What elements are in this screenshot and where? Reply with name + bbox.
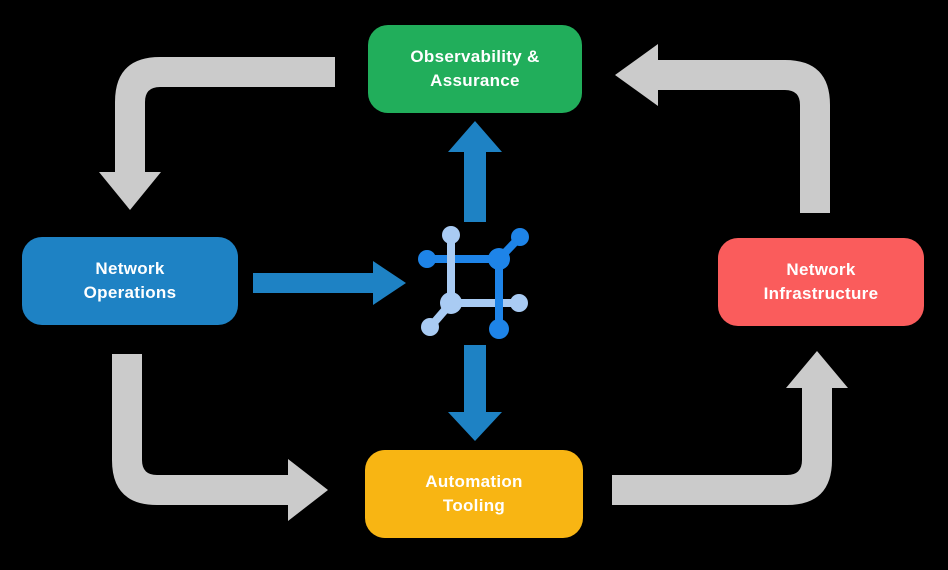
icon-bottom-node bbox=[489, 319, 509, 339]
node-network-operations: Network Operations bbox=[22, 237, 238, 325]
node-label-line: Infrastructure bbox=[763, 284, 879, 303]
node-observability-assurance: Observability & Assurance bbox=[368, 25, 582, 113]
node-label-line: Automation bbox=[425, 472, 523, 491]
icon-bottom-left-node bbox=[421, 318, 439, 336]
cycle-arrow-automation-to-infrastructure bbox=[612, 351, 848, 505]
network-mesh-icon bbox=[418, 226, 529, 339]
icon-top-right-node bbox=[511, 228, 529, 246]
node-label-line: Network bbox=[786, 260, 856, 279]
icon-top-node bbox=[442, 226, 460, 244]
icon-right-node bbox=[510, 294, 528, 312]
node-label-line: Tooling bbox=[442, 496, 506, 515]
hub-arrow-center-to-observability bbox=[448, 121, 502, 222]
node-automation-tooling: Automation Tooling bbox=[365, 450, 583, 538]
node-label-line: Operations bbox=[83, 283, 177, 302]
cycle-arrow-infrastructure-to-observability bbox=[615, 44, 830, 213]
node-label-line: Observability & bbox=[410, 47, 540, 66]
icon-bottom-left-corner bbox=[440, 292, 462, 314]
icon-top-right-corner bbox=[488, 248, 510, 270]
icon-left-node bbox=[418, 250, 436, 268]
cycle-arrow-operations-to-automation bbox=[112, 354, 328, 521]
node-network-infrastructure: Network Infrastructure bbox=[718, 238, 924, 326]
hub-arrow-operations-to-center bbox=[253, 261, 406, 305]
hub-arrow-center-to-automation bbox=[448, 345, 502, 441]
cycle-arrow-observability-to-operations bbox=[99, 57, 335, 210]
node-label-line: Network bbox=[95, 259, 165, 278]
node-label-line: Assurance bbox=[430, 71, 520, 90]
